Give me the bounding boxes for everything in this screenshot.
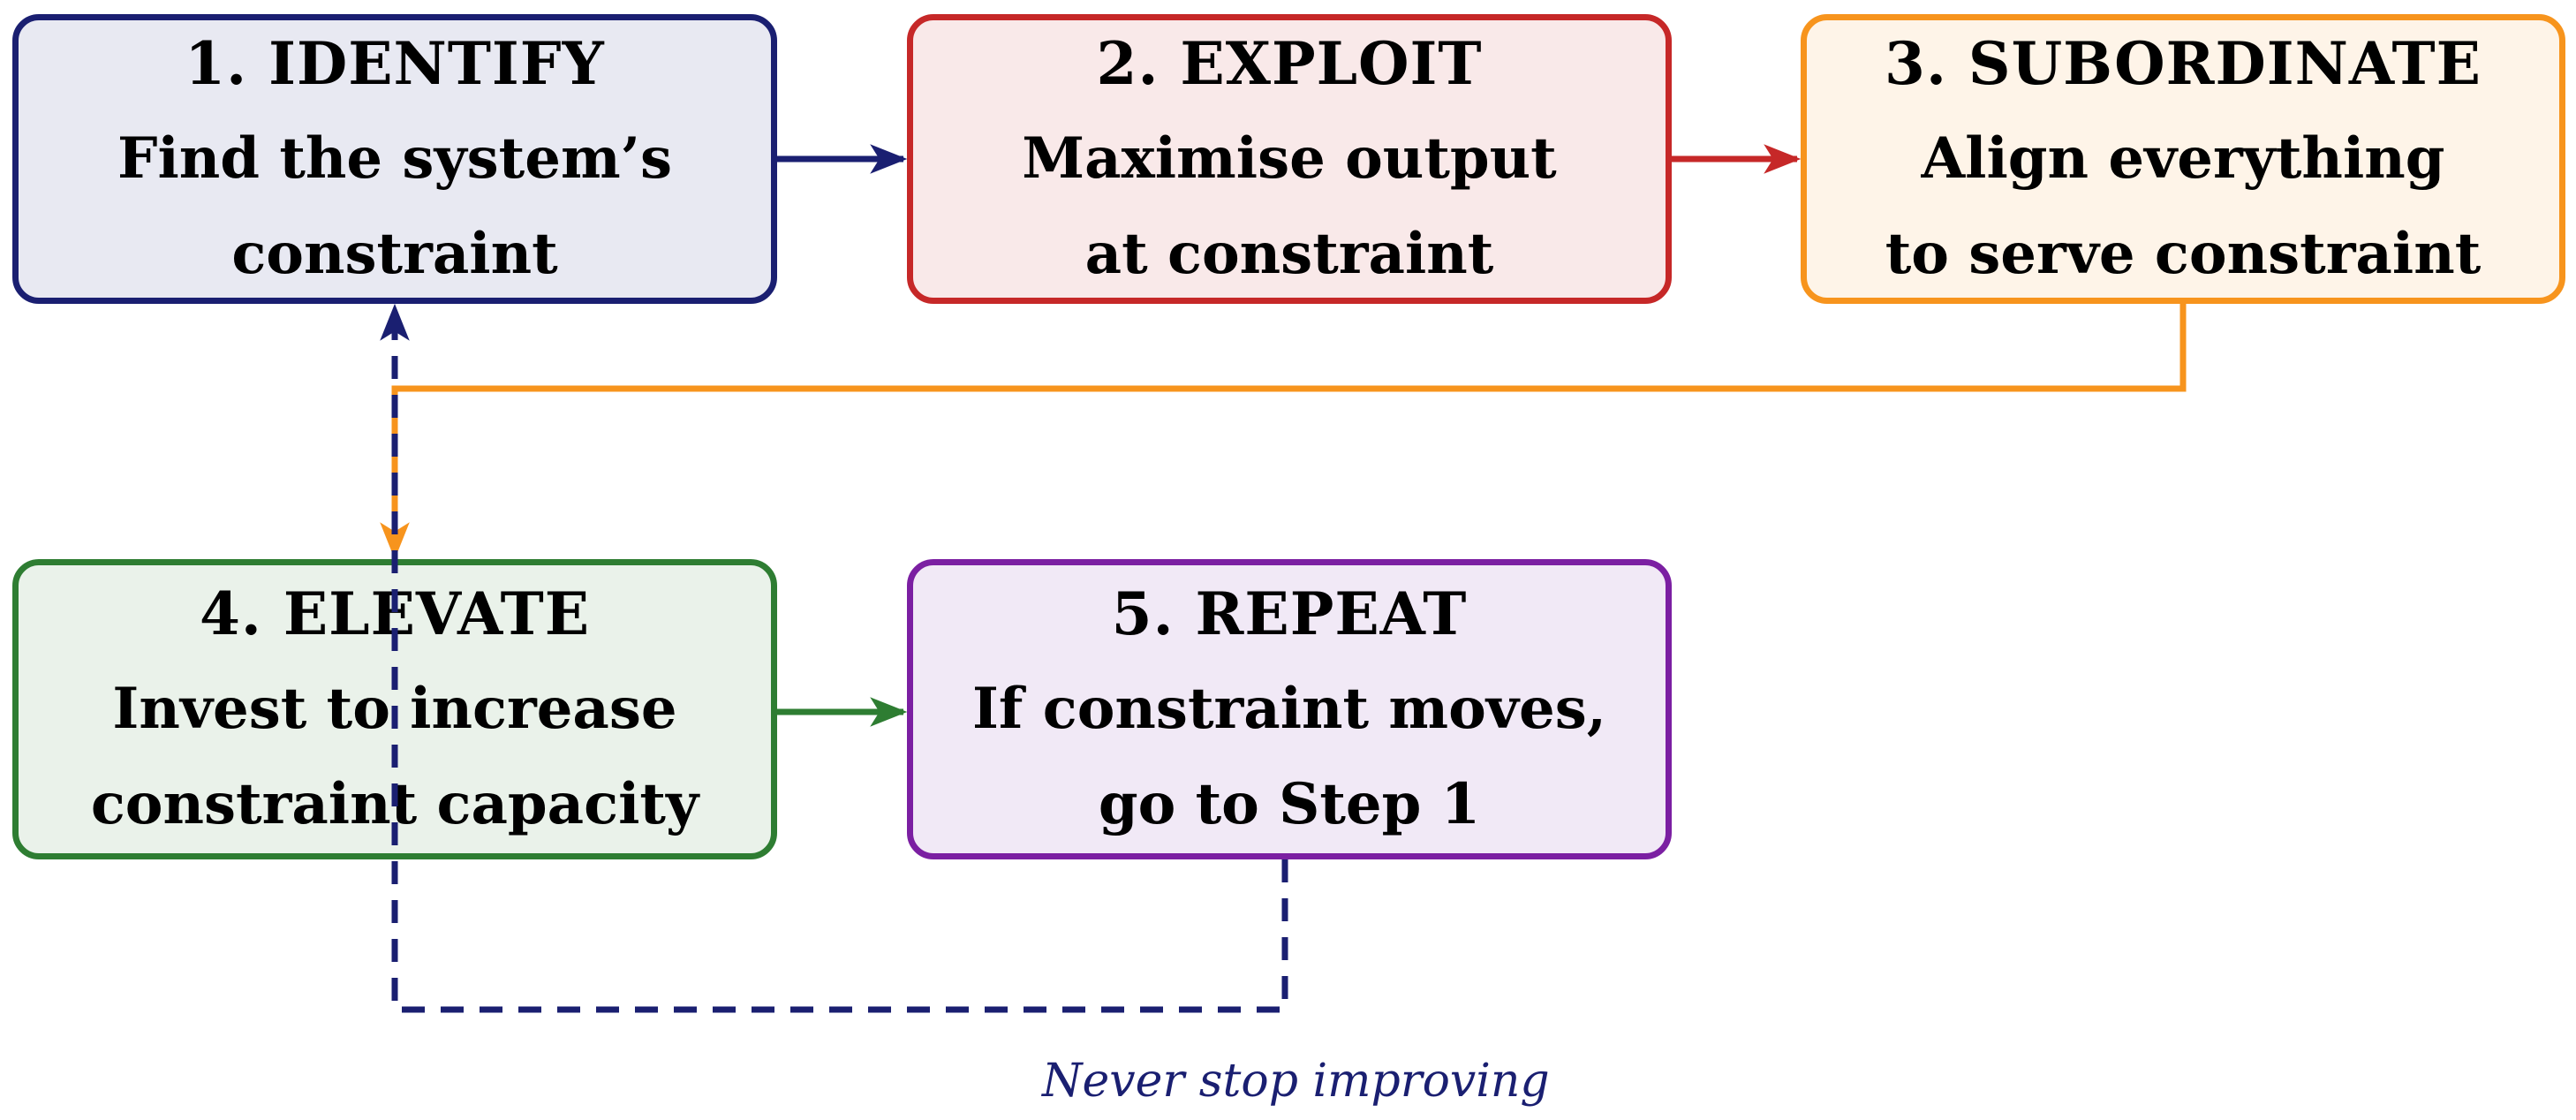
step-repeat-box: 5. REPEAT If constraint moves, go to Ste… [907, 559, 1672, 859]
step-elevate-box: 4. ELEVATE Invest to increase constraint… [12, 559, 777, 859]
step-identify-box: 1. IDENTIFY Find the system’s constraint [12, 14, 777, 304]
step-exploit-heading: 2. EXPLOIT [1096, 29, 1483, 98]
step-elevate-heading: 4. ELEVATE [200, 579, 590, 648]
step-repeat-heading: 5. REPEAT [1111, 579, 1468, 648]
arrow-subordinate-to-elevate [380, 304, 2187, 560]
step-subordinate-line-2: to serve constraint [1885, 221, 2482, 287]
step-subordinate-box: 3. SUBORDINATE Align everything to serve… [1801, 14, 2565, 304]
step-exploit-line-1: Maximise output [1022, 125, 1557, 192]
step-subordinate-line-1: Align everything [1921, 125, 2445, 192]
step-exploit-line-2: at constraint [1084, 221, 1494, 287]
step-elevate-line-1: Invest to increase [112, 676, 677, 742]
step-repeat-line-2: go to Step 1 [1098, 771, 1481, 837]
step-elevate-line-2: constraint capacity [90, 771, 699, 837]
step-identify-line-2: constraint [231, 221, 558, 287]
step-exploit-box: 2. EXPLOIT Maximise output at constraint [907, 14, 1672, 304]
step-identify-heading: 1. IDENTIFY [185, 29, 605, 98]
step-repeat-line-1: If constraint moves, [971, 676, 1607, 742]
step-subordinate-heading: 3. SUBORDINATE [1885, 29, 2482, 98]
loop-caption: Never stop improving [1042, 1055, 1550, 1108]
step-identify-line-1: Find the system’s [117, 125, 672, 192]
